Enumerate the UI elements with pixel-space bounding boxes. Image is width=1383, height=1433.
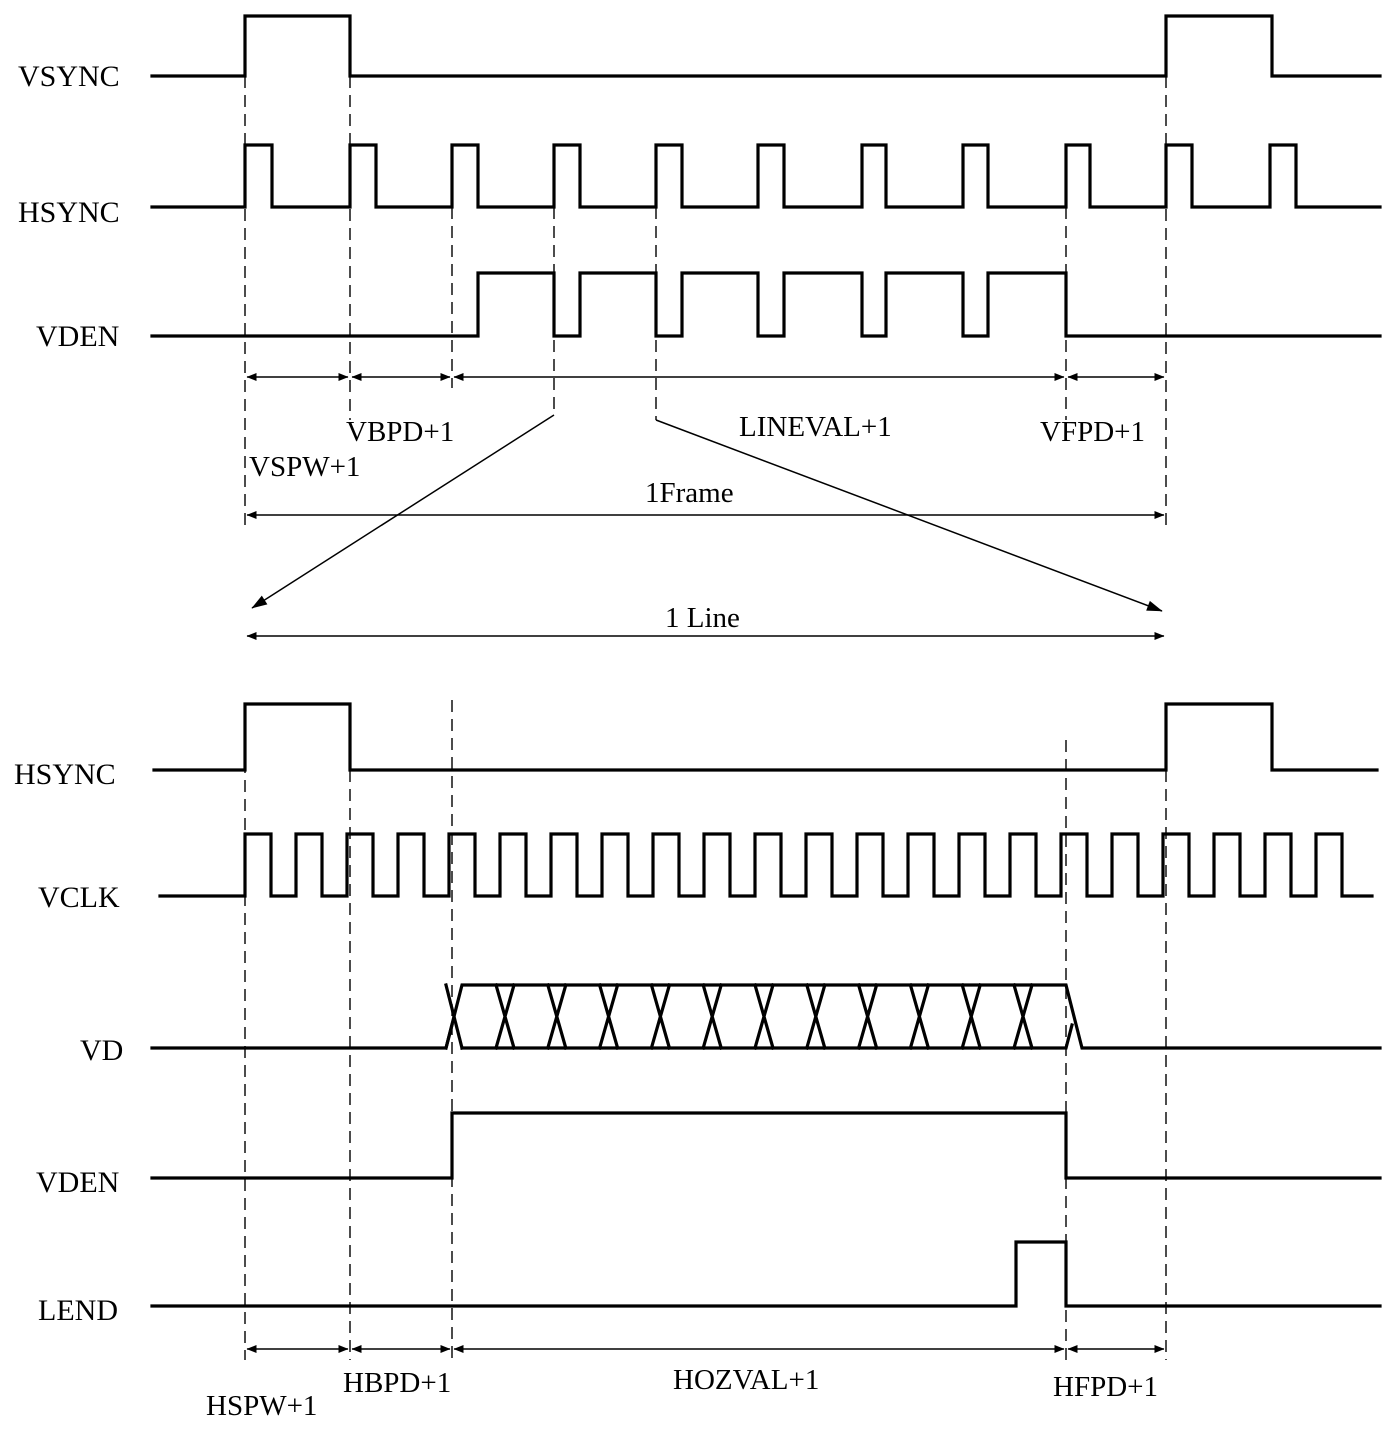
- frame-interval-arrows: [246, 373, 1165, 519]
- vclk-waveform: [158, 832, 1374, 898]
- vden-line-label: VDEN: [36, 1166, 119, 1199]
- hfpd-label: HFPD+1: [1053, 1371, 1158, 1403]
- vbpd-label: VBPD+1: [346, 416, 454, 448]
- frame-label: 1Frame: [645, 477, 734, 509]
- vspw-label: VSPW+1: [249, 451, 360, 483]
- hsync-line-waveform: [152, 702, 1379, 772]
- lend-label: LEND: [38, 1294, 118, 1327]
- vfpd-label: VFPD+1: [1040, 416, 1145, 448]
- vclk-label: VCLK: [38, 881, 120, 914]
- hsync-line-label: HSYNC: [14, 758, 116, 791]
- vd-waveform: [150, 983, 1382, 1050]
- lineval-label: LINEVAL+1: [739, 411, 892, 443]
- vd-label: VD: [80, 1034, 123, 1067]
- hsync-frame-waveform: [150, 143, 1382, 209]
- lend-waveform: [150, 1240, 1382, 1308]
- line-guide-lines: [244, 700, 1167, 1360]
- hozval-label: HOZVAL+1: [673, 1364, 819, 1396]
- vden-label: VDEN: [36, 320, 119, 353]
- hbpd-label: HBPD+1: [343, 1367, 451, 1399]
- hsync-label: HSYNC: [18, 196, 120, 229]
- frame-guide-lines: [244, 76, 1167, 525]
- one-line-label: 1 Line: [665, 602, 740, 634]
- vsync-label: VSYNC: [18, 60, 120, 93]
- vden-line-waveform: [150, 1111, 1382, 1180]
- vsync-waveform: [150, 14, 1382, 78]
- zoom-lines: [251, 414, 1163, 612]
- vden-frame-waveform: [150, 271, 1382, 338]
- hspw-label: HSPW+1: [206, 1390, 317, 1422]
